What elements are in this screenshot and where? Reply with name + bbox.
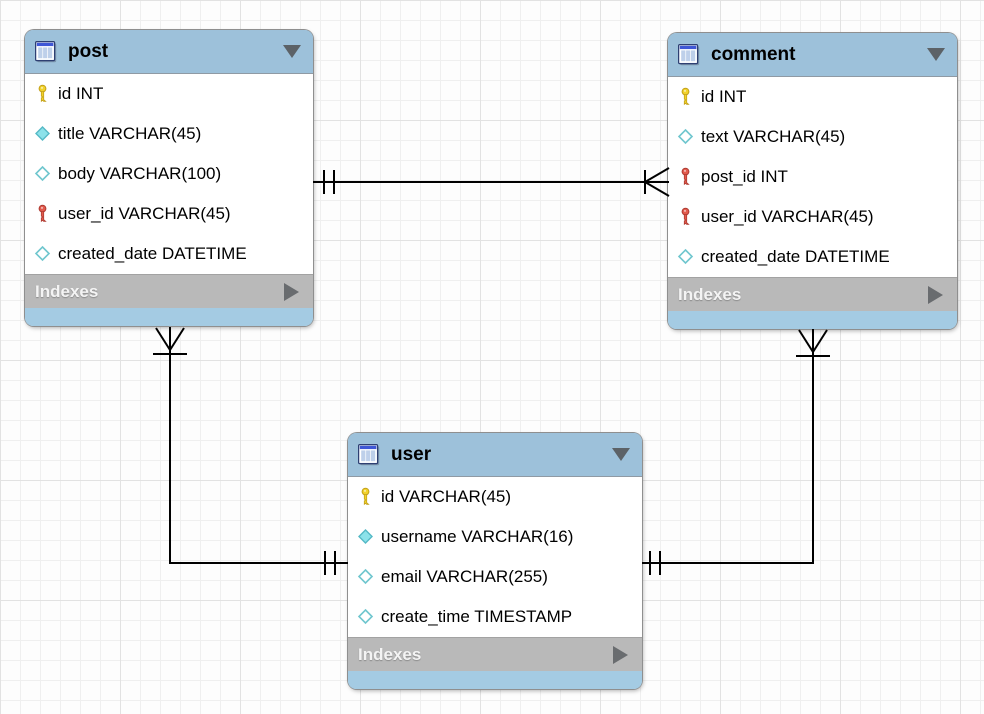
column-label: body VARCHAR(100) <box>58 164 222 183</box>
table-comment-columns: id INT text VARCHAR(45) post_id INT user_… <box>668 77 957 277</box>
table-comment-title: comment <box>711 43 796 65</box>
table-footer <box>25 308 313 326</box>
column-row[interactable]: username VARCHAR(16) <box>348 517 642 557</box>
column-row[interactable]: email VARCHAR(255) <box>348 557 642 597</box>
column-label: created_date DATETIME <box>701 247 890 266</box>
table-footer <box>668 311 957 329</box>
attribute-hollow-icon <box>34 244 51 264</box>
foreign-key-icon <box>677 207 694 227</box>
attribute-filled-icon <box>357 527 374 547</box>
foreign-key-icon <box>34 204 51 224</box>
column-row[interactable]: created_date DATETIME <box>668 237 957 277</box>
indexes-label: Indexes <box>358 644 422 664</box>
primary-key-icon <box>357 487 374 507</box>
attribute-hollow-icon <box>677 127 694 147</box>
column-label: id INT <box>58 84 104 103</box>
attribute-filled-icon <box>34 124 51 144</box>
column-label: create_time TIMESTAMP <box>381 607 573 626</box>
primary-key-icon <box>677 87 694 107</box>
column-row[interactable]: id INT <box>25 74 313 114</box>
collapse-caret-icon[interactable] <box>283 45 301 58</box>
column-row[interactable]: title VARCHAR(45) <box>25 114 313 154</box>
column-label: user_id VARCHAR(45) <box>58 204 231 223</box>
foreign-key-icon <box>677 167 694 187</box>
table-user-columns: id VARCHAR(45) username VARCHAR(16) email … <box>348 477 642 637</box>
relationship-post-comment[interactable] <box>313 167 670 197</box>
table-post: post id INT title VARCHAR(45) body VARCHAR… <box>25 30 313 326</box>
indexes-bar[interactable]: Indexes <box>348 637 642 671</box>
table-comment-header[interactable]: comment <box>668 33 957 77</box>
indexes-label: Indexes <box>678 284 742 304</box>
column-row[interactable]: post_id INT <box>668 157 957 197</box>
table-post-title: post <box>68 40 109 62</box>
table-user-title: user <box>391 443 432 465</box>
table-comment: comment id INT text VARCHAR(45) post_id I… <box>668 33 957 329</box>
relationship-user-comment[interactable] <box>642 329 830 575</box>
attribute-hollow-icon <box>357 607 374 627</box>
attribute-hollow-icon <box>34 164 51 184</box>
table-user-header[interactable]: user <box>348 433 642 477</box>
indexes-label: Indexes <box>35 281 99 301</box>
expand-arrow-icon[interactable] <box>284 282 299 301</box>
relationship-user-post[interactable] <box>153 327 348 575</box>
column-row[interactable]: user_id VARCHAR(45) <box>668 197 957 237</box>
expand-arrow-icon[interactable] <box>613 645 628 664</box>
collapse-caret-icon[interactable] <box>612 448 630 461</box>
column-row[interactable]: body VARCHAR(100) <box>25 154 313 194</box>
table-footer <box>348 671 642 689</box>
column-label: id INT <box>701 87 747 106</box>
table-post-header[interactable]: post <box>25 30 313 74</box>
column-label: title VARCHAR(45) <box>58 124 202 143</box>
attribute-hollow-icon <box>357 567 374 587</box>
collapse-caret-icon[interactable] <box>927 48 945 61</box>
column-row[interactable]: id INT <box>668 77 957 117</box>
indexes-bar[interactable]: Indexes <box>25 274 313 308</box>
column-row[interactable]: create_time TIMESTAMP <box>348 597 642 637</box>
table-icon <box>678 43 700 66</box>
column-label: user_id VARCHAR(45) <box>701 207 874 226</box>
column-row[interactable]: created_date DATETIME <box>25 234 313 274</box>
column-label: username VARCHAR(16) <box>381 527 574 546</box>
column-label: created_date DATETIME <box>58 244 247 263</box>
primary-key-icon <box>34 84 51 104</box>
table-icon <box>358 443 380 466</box>
table-user: user id VARCHAR(45) username VARCHAR(16) e… <box>348 433 642 689</box>
column-label: post_id INT <box>701 167 788 186</box>
column-label: email VARCHAR(255) <box>381 567 548 586</box>
column-row[interactable]: user_id VARCHAR(45) <box>25 194 313 234</box>
column-label: id VARCHAR(45) <box>381 487 512 506</box>
column-row[interactable]: text VARCHAR(45) <box>668 117 957 157</box>
table-icon <box>35 40 57 63</box>
column-label: text VARCHAR(45) <box>701 127 846 146</box>
table-post-columns: id INT title VARCHAR(45) body VARCHAR(100)… <box>25 74 313 274</box>
attribute-hollow-icon <box>677 247 694 267</box>
expand-arrow-icon[interactable] <box>928 285 943 304</box>
indexes-bar[interactable]: Indexes <box>668 277 957 311</box>
column-row[interactable]: id VARCHAR(45) <box>348 477 642 517</box>
